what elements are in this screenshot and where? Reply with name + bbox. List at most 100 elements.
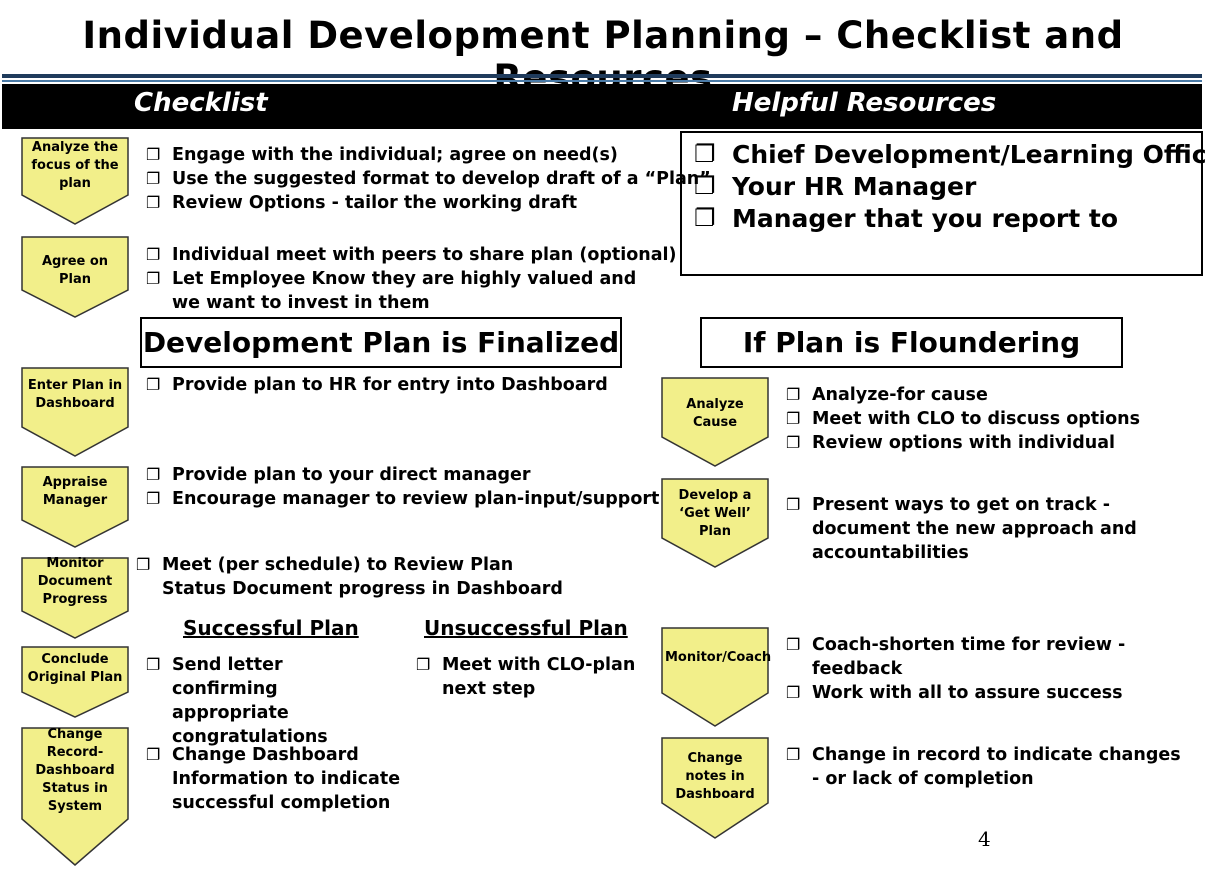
chevron-label: Conclude Original Plan [27, 652, 123, 685]
chevron-monitor: Monitor Document Progress [21, 556, 129, 639]
checkbox-icon: ❐ [146, 169, 161, 188]
checklist-item: ❐Present ways to get on track - document… [786, 495, 1137, 563]
checklist-item: ❐Meet with CLO-plan next step [416, 655, 636, 699]
resource-item: ❐Manager that you report to [694, 204, 1119, 233]
checkbox-icon: ❐ [146, 245, 161, 264]
notes-checklist: ❐Change in record to indicate changes - … [786, 743, 1186, 791]
conclude-fail-checklist: ❐Meet with CLO-plan next step [416, 653, 636, 701]
checkbox-icon: ❐ [416, 655, 431, 674]
conclude-success-checklist: ❐Send letter confirming appropriate cong… [146, 653, 396, 749]
page-number: 4 [978, 827, 991, 851]
chevron-appraise: Appraise Manager [21, 466, 129, 548]
checkbox-icon: ❐ [694, 172, 716, 200]
checkbox-icon: ❐ [694, 204, 716, 232]
chevron-shape [21, 646, 129, 718]
checkbox-icon: ❐ [146, 193, 161, 212]
getwell-checklist: ❐Present ways to get on track - document… [786, 493, 1196, 565]
chevron-shape [21, 557, 129, 639]
chevron-enter: Enter Plan in Dashboard [21, 367, 129, 457]
checklist-item: ❐Let Employee Know they are highly value… [146, 269, 637, 313]
finalized-box: Development Plan is Finalized [140, 317, 622, 368]
chevron-notes: Change notes in Dashboard [661, 737, 769, 839]
resource-item: ❐Chief Development/Learning Officer [694, 140, 1206, 169]
chevron-label: Enter Plan in Dashboard [27, 378, 123, 411]
title-rule-thin [2, 80, 1202, 82]
title-rule [2, 74, 1202, 78]
checklist-item: ❐Coach-shorten time for review - feedbac… [786, 635, 1126, 679]
checklist-item: ❐Send letter confirming appropriate cong… [146, 655, 328, 747]
chevron-label: Appraise Manager [42, 475, 108, 508]
chevron-shape [661, 377, 769, 467]
analyze-checklist: ❐Engage with the individual; agree on ne… [146, 143, 711, 215]
checklist-heading: Checklist [134, 88, 268, 118]
resources-box [680, 131, 1203, 276]
checklist-item: ❐Change in record to indicate changes - … [786, 745, 1181, 789]
checklist-item: ❐Engage with the individual; agree on ne… [146, 145, 618, 165]
chevron-label: Analyze the focus of the plan [31, 140, 119, 191]
chevron-getwell: Develop a ‘Get Well’ Plan [661, 478, 769, 568]
checkbox-icon: ❐ [146, 655, 161, 674]
checklist-item: ❐Use the suggested format to develop dra… [146, 169, 711, 189]
chevron-shape [21, 727, 129, 866]
checkbox-icon: ❐ [786, 683, 801, 702]
chevron-label: Agree on Plan [41, 254, 109, 287]
checklist-item: ❐Analyze-for cause [786, 385, 988, 405]
checklist-item: ❐Encourage manager to review plan-input/… [146, 489, 660, 509]
checklist-item: ❐Review Options - tailor the working dra… [146, 193, 578, 213]
chevron-label: Develop a ‘Get Well’ Plan [678, 488, 752, 539]
checklist-item: ❐Review options with individual [786, 433, 1116, 453]
chevron-label: Change notes in Dashboard [675, 751, 755, 802]
checkbox-icon: ❐ [136, 555, 151, 574]
checkbox-icon: ❐ [146, 465, 161, 484]
checklist-item: ❐Change Dashboard Information to indicat… [146, 745, 401, 813]
checkbox-icon: ❐ [786, 385, 801, 404]
successful-heading: Successful Plan [183, 616, 359, 640]
resources-list: ❐Chief Development/Learning Officer ❐You… [694, 139, 1206, 235]
enter-checklist: ❐Provide plan to HR for entry into Dashb… [146, 373, 608, 397]
chevron-shape [21, 367, 129, 457]
chevron-change: Change Record-Dashboard Status in System [21, 727, 129, 867]
checklist-item: ❐Individual meet with peers to share pla… [146, 245, 677, 265]
checklist-item: ❐Provide plan to HR for entry into Dashb… [146, 375, 608, 395]
change-checklist: ❐Change Dashboard Information to indicat… [146, 743, 406, 815]
chevron-shape [21, 137, 129, 225]
checkbox-icon: ❐ [786, 409, 801, 428]
checkbox-icon: ❐ [146, 489, 161, 508]
checklist-item: ❐Provide plan to your direct manager [146, 465, 531, 485]
coach-checklist: ❐Coach-shorten time for review - feedbac… [786, 633, 1186, 705]
checkbox-icon: ❐ [786, 495, 801, 514]
unsuccessful-heading: Unsuccessful Plan [424, 616, 628, 640]
checkbox-icon: ❐ [146, 269, 161, 288]
chevron-cause: Analyze Cause [661, 377, 769, 467]
checklist-item: ❐Meet (per schedule) to Review Plan Stat… [136, 555, 563, 599]
appraise-checklist: ❐Provide plan to your direct manager ❐En… [146, 463, 659, 511]
chevron-conclude: Conclude Original Plan [21, 646, 129, 718]
cause-checklist: ❐Analyze-for cause ❐Meet with CLO to dis… [786, 383, 1140, 455]
chevron-label: Monitor/Coach [665, 650, 772, 665]
checkbox-icon: ❐ [146, 375, 161, 394]
resource-item: ❐Your HR Manager [694, 172, 977, 201]
checkbox-icon: ❐ [146, 145, 161, 164]
chevron-shape [21, 466, 129, 548]
page-title: Individual Development Planning – Checkl… [82, 14, 1124, 100]
section-band [2, 84, 1202, 129]
checkbox-icon: ❐ [786, 433, 801, 452]
chevron-coach: Monitor/Coach [661, 627, 772, 727]
chevron-analyze: Analyze the focus of the plan [21, 137, 129, 225]
checklist-item: ❐Meet with CLO to discuss options [786, 409, 1141, 429]
checkbox-icon: ❐ [146, 745, 161, 764]
chevron-shape [21, 236, 129, 318]
agree-checklist: ❐Individual meet with peers to share pla… [146, 243, 677, 315]
checkbox-icon: ❐ [786, 635, 801, 654]
checkbox-icon: ❐ [694, 140, 716, 168]
monitor-checklist: ❐Meet (per schedule) to Review Plan Stat… [136, 553, 566, 601]
chevron-shape [661, 478, 769, 568]
chevron-label: Monitor Document Progress [37, 556, 113, 607]
chevron-shape [661, 737, 769, 839]
chevron-label: Change Record-Dashboard Status in System [35, 727, 115, 814]
chevron-shape [661, 627, 769, 727]
floundering-box: If Plan is Floundering [700, 317, 1123, 368]
checkbox-icon: ❐ [786, 745, 801, 764]
chevron-label: Analyze Cause [686, 397, 744, 430]
chevron-agree: Agree on Plan [21, 236, 129, 318]
